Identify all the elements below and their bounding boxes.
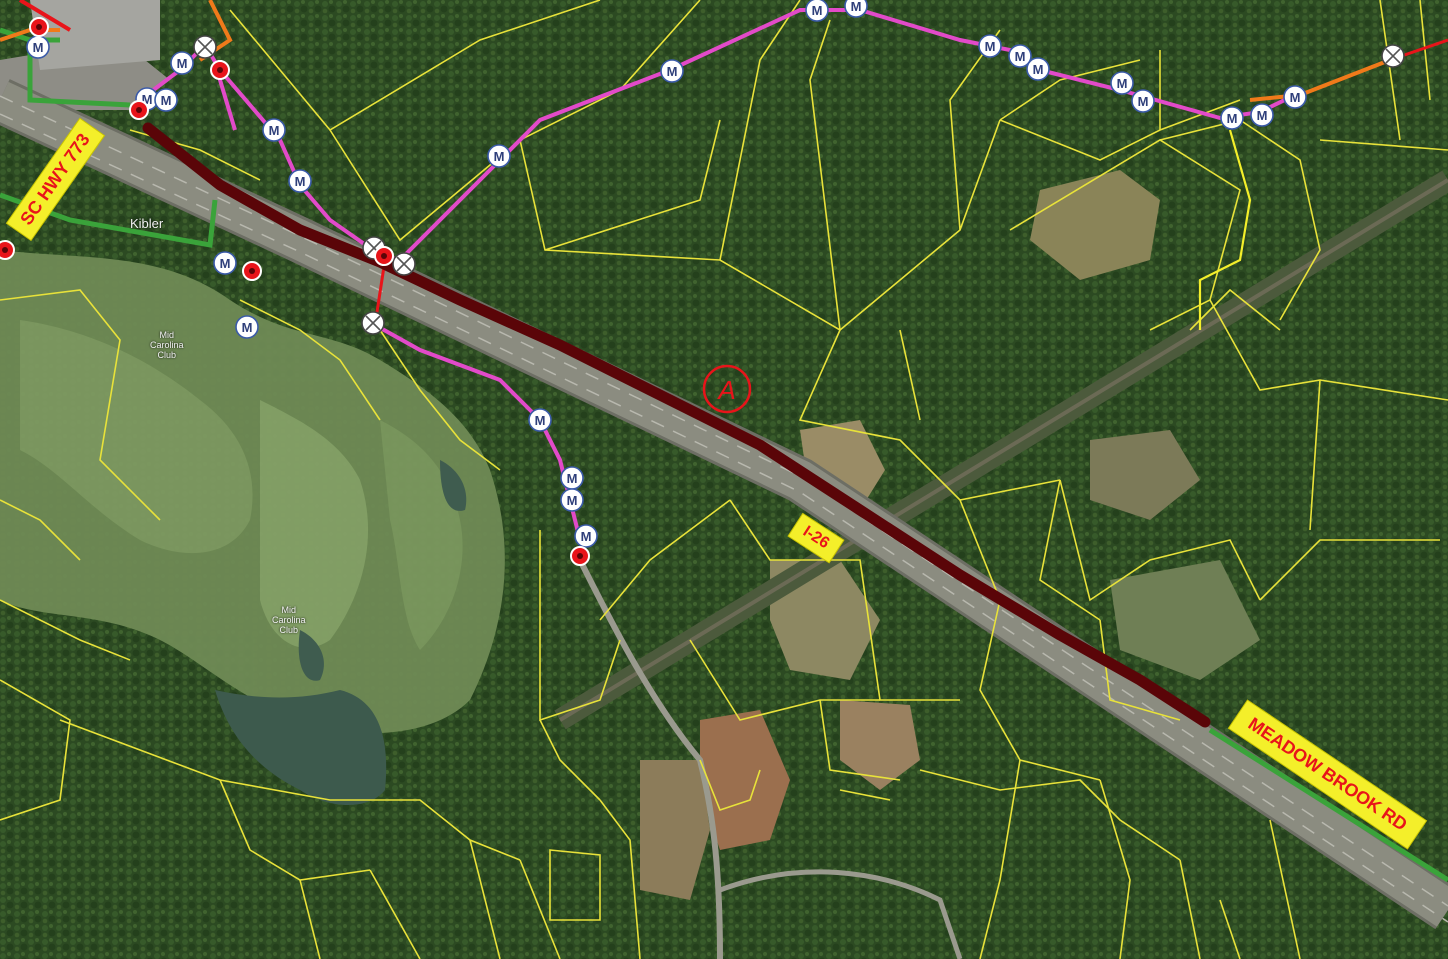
- segment-label: A: [716, 375, 735, 405]
- kibler-label: Kibler: [130, 216, 164, 231]
- manhole-icon[interactable]: M: [528, 408, 552, 432]
- field: [840, 700, 920, 790]
- pole-icon[interactable]: [374, 246, 394, 266]
- manhole-icon[interactable]: M: [805, 0, 829, 22]
- manhole-icon[interactable]: M: [235, 315, 259, 339]
- svg-text:M: M: [220, 256, 231, 271]
- svg-text:M: M: [1257, 108, 1268, 123]
- pole-icon[interactable]: [129, 100, 149, 120]
- field: [700, 710, 790, 850]
- pole-icon[interactable]: [29, 17, 49, 37]
- manhole-icon[interactable]: M: [844, 0, 868, 18]
- svg-text:M: M: [177, 56, 188, 71]
- svg-text:M: M: [1227, 111, 1238, 126]
- manhole-icon[interactable]: M: [154, 88, 178, 112]
- pole-icon[interactable]: [570, 546, 590, 566]
- field: [1030, 170, 1160, 280]
- yellow-road-line: [1198, 129, 1252, 330]
- svg-text:M: M: [295, 174, 306, 189]
- field: [1090, 430, 1200, 520]
- svg-text:M: M: [1033, 62, 1044, 77]
- manhole-icon[interactable]: M: [978, 34, 1002, 58]
- svg-text:M: M: [667, 64, 678, 79]
- svg-text:M: M: [567, 471, 578, 486]
- pond-small: [440, 460, 467, 511]
- pole-markers: [0, 17, 590, 566]
- manhole-icon[interactable]: M: [560, 466, 584, 490]
- svg-text:M: M: [985, 39, 996, 54]
- field: [640, 760, 710, 900]
- manhole-icon[interactable]: M: [1220, 106, 1244, 130]
- golf-course: [0, 250, 505, 734]
- svg-text:M: M: [33, 40, 44, 55]
- manhole-icon[interactable]: M: [1250, 103, 1274, 127]
- svg-text:M: M: [1015, 49, 1026, 64]
- parking-lot: [30, 0, 160, 70]
- svg-text:M: M: [535, 413, 546, 428]
- pond-small-2: [298, 630, 324, 681]
- manhole-icon[interactable]: M: [574, 524, 598, 548]
- pond: [215, 690, 387, 805]
- svg-text:M: M: [142, 92, 153, 107]
- field: [1110, 560, 1260, 680]
- field: [770, 560, 880, 680]
- pole-icon[interactable]: [242, 261, 262, 281]
- splice-closure-icon[interactable]: [392, 252, 416, 276]
- local-road: [577, 558, 723, 959]
- segment-marker-a[interactable]: A: [702, 364, 752, 414]
- highlighted-route-a: [142, 122, 1211, 728]
- svg-text:M: M: [161, 93, 172, 108]
- pole-icon[interactable]: [0, 240, 15, 260]
- svg-text:M: M: [851, 0, 862, 14]
- manhole-icon[interactable]: M: [1283, 85, 1307, 109]
- manhole-icon[interactable]: M: [1110, 71, 1134, 95]
- svg-text:M: M: [812, 3, 823, 18]
- manhole-icon[interactable]: M: [560, 488, 584, 512]
- svg-text:M: M: [269, 123, 280, 138]
- manhole-icon[interactable]: M: [213, 251, 237, 275]
- manhole-icon[interactable]: M: [170, 51, 194, 75]
- manhole-icon[interactable]: M: [26, 35, 50, 59]
- manhole-icon[interactable]: M: [487, 144, 511, 168]
- mid-carolina-club-label-2: Mid Carolina Club: [272, 605, 306, 635]
- manhole-icon[interactable]: M: [288, 169, 312, 193]
- splice-closure-icon[interactable]: [1381, 44, 1405, 68]
- svg-text:M: M: [1138, 94, 1149, 109]
- manhole-icon[interactable]: M: [1131, 89, 1155, 113]
- pole-icon[interactable]: [210, 60, 230, 80]
- mid-carolina-club-label: Mid Carolina Club: [150, 330, 184, 360]
- svg-text:M: M: [567, 493, 578, 508]
- svg-text:M: M: [242, 320, 253, 335]
- red-utility-line: [18, 0, 72, 32]
- manhole-icon[interactable]: M: [262, 118, 286, 142]
- manhole-icon[interactable]: M: [1008, 44, 1032, 68]
- splice-markers: [193, 35, 1405, 335]
- splice-closure-icon[interactable]: [361, 311, 385, 335]
- svg-text:M: M: [581, 529, 592, 544]
- svg-text:M: M: [494, 149, 505, 164]
- manhole-icon[interactable]: M: [1026, 57, 1050, 81]
- svg-text:M: M: [1117, 76, 1128, 91]
- manhole-icon[interactable]: M: [660, 59, 684, 83]
- splice-closure-icon[interactable]: [193, 35, 217, 59]
- svg-text:M: M: [1290, 90, 1301, 105]
